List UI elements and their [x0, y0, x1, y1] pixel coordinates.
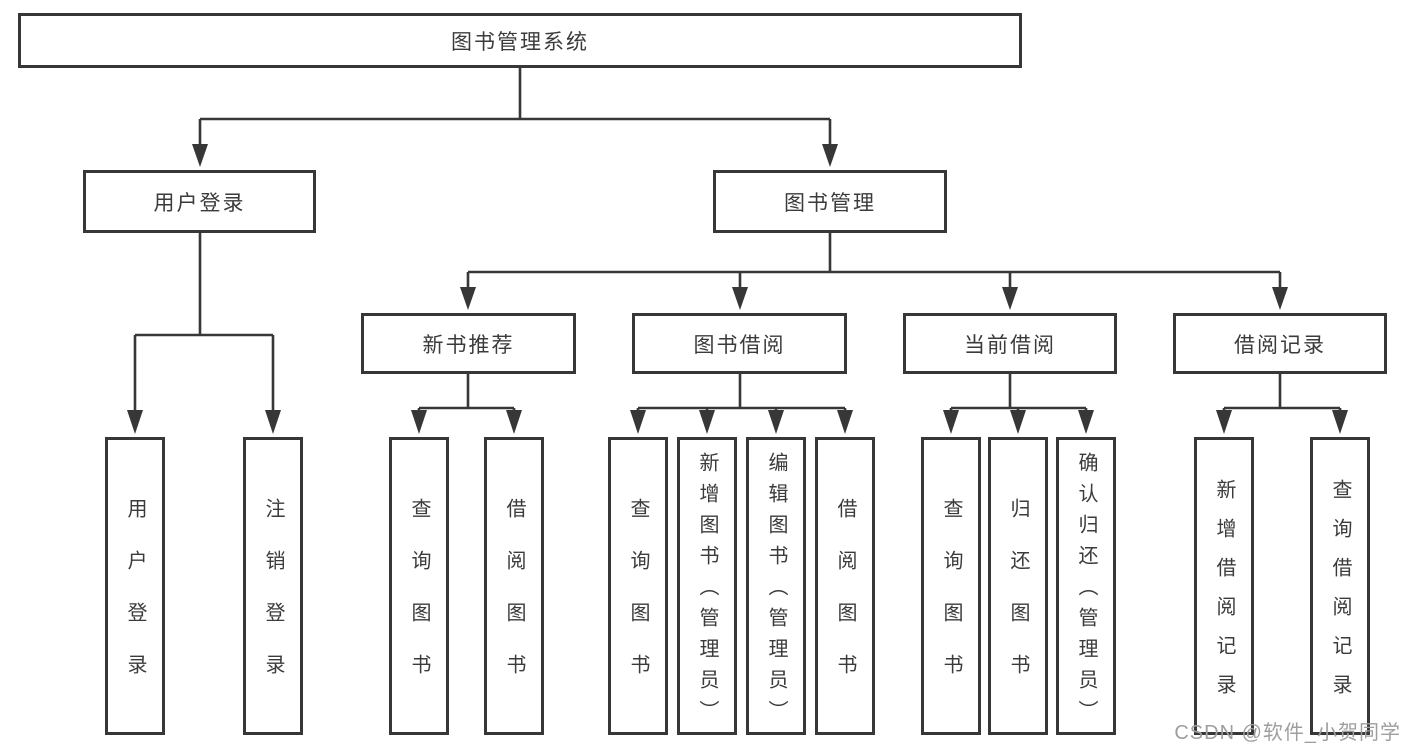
leaf-user-login-label: 用户登录 — [124, 498, 146, 706]
node-new-book-recommendation: 新书推荐 — [361, 313, 576, 374]
node-new-book-recommendation-label: 新书推荐 — [422, 333, 515, 357]
node-root: 图书管理系统 — [18, 13, 1022, 68]
leaf-logout-label: 注销登录 — [262, 498, 284, 706]
leaf-recommend-borrow-books: 借阅图书 — [484, 437, 544, 735]
leaf-borrowing-borrow-books-label: 借阅图书 — [834, 498, 856, 706]
leaf-confirm-return-admin-label: 确认归还（管理员） — [1075, 452, 1097, 731]
leaf-confirm-return-admin: 确认归还（管理员） — [1056, 437, 1116, 735]
node-book-borrowing: 图书借阅 — [632, 313, 847, 374]
leaf-recommend-borrow-books-label: 借阅图书 — [503, 498, 525, 706]
leaf-recommend-query-books: 查询图书 — [389, 437, 449, 735]
node-borrowing-records: 借阅记录 — [1173, 313, 1387, 374]
leaf-current-query-books: 查询图书 — [921, 437, 981, 735]
node-user-login-label: 用户登录 — [153, 191, 246, 215]
leaf-logout: 注销登录 — [243, 437, 303, 735]
node-book-management: 图书管理 — [713, 170, 947, 233]
leaf-current-query-books-label: 查询图书 — [940, 498, 962, 706]
leaf-add-borrow-record: 新增借阅记录 — [1194, 437, 1254, 735]
leaf-borrowing-borrow-books: 借阅图书 — [815, 437, 875, 735]
node-user-login: 用户登录 — [83, 170, 316, 233]
watermark: CSDN @软件_小贺同学 — [1174, 722, 1401, 744]
node-root-label: 图书管理系统 — [451, 30, 589, 54]
leaf-add-borrow-record-label: 新增借阅记录 — [1213, 478, 1235, 713]
leaf-recommend-query-books-label: 查询图书 — [408, 498, 430, 706]
leaf-add-books-admin-label: 新增图书（管理员） — [696, 452, 718, 731]
node-book-management-label: 图书管理 — [784, 191, 876, 215]
node-current-borrowing-label: 当前借阅 — [964, 333, 1056, 357]
leaf-add-books-admin: 新增图书（管理员） — [677, 437, 737, 735]
leaf-query-borrow-record-label: 查询借阅记录 — [1329, 478, 1351, 713]
node-current-borrowing: 当前借阅 — [903, 313, 1117, 374]
leaf-query-borrow-record: 查询借阅记录 — [1310, 437, 1370, 735]
leaf-return-books: 归还图书 — [988, 437, 1048, 735]
node-book-borrowing-label: 图书借阅 — [693, 333, 786, 357]
leaf-return-books-label: 归还图书 — [1007, 498, 1029, 706]
leaf-edit-books-admin-label: 编辑图书（管理员） — [765, 452, 787, 731]
leaf-borrowing-query-books: 查询图书 — [608, 437, 668, 735]
node-borrowing-records-label: 借阅记录 — [1234, 333, 1326, 357]
leaf-edit-books-admin: 编辑图书（管理员） — [746, 437, 806, 735]
leaf-user-login: 用户登录 — [105, 437, 165, 735]
leaf-borrowing-query-books-label: 查询图书 — [627, 498, 649, 706]
